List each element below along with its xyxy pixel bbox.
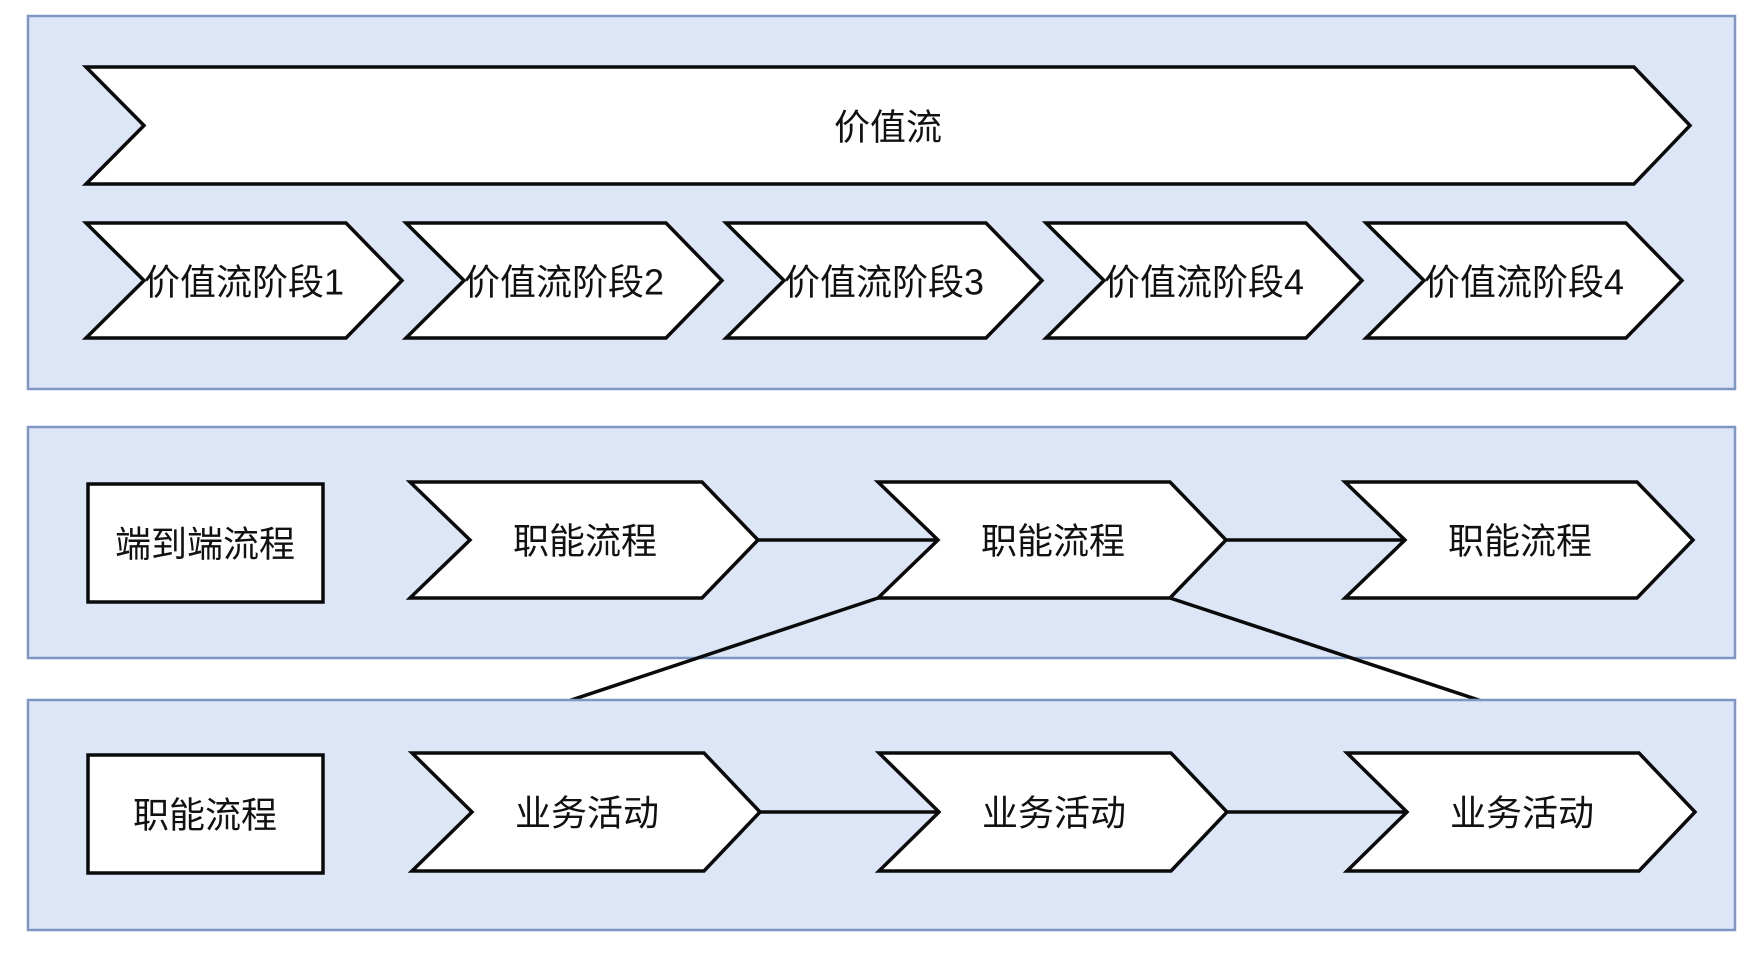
stage-arrow-2	[401, 221, 725, 340]
e2e-process-box-label: 端到端流程	[115, 524, 295, 565]
stage-arrow-3	[721, 221, 1045, 340]
business-activity-arrow-1-label: 业务活动	[515, 793, 659, 834]
value-stream-arrow-label: 价值流	[834, 107, 942, 148]
stage-arrow-2-label: 价值流阶段2	[464, 262, 664, 303]
business-activity-arrow-2-label: 业务活动	[982, 793, 1126, 834]
stage-arrow-4	[1041, 221, 1365, 340]
business-activity-arrow-3	[1342, 751, 1698, 873]
functional-process-arrow-1-label: 职能流程	[513, 521, 657, 562]
value-stream-band-group: 价值流 价值流阶段1 价值流阶段2 价值流阶段3 价值流阶段4 价值流阶段4	[26, 14, 1737, 391]
stage-arrow-3-label: 价值流阶段3	[784, 262, 984, 303]
functional-process-box-label: 职能流程	[133, 795, 277, 836]
functional-process-arrow-3	[1340, 480, 1696, 600]
business-activity-arrow-2	[874, 751, 1230, 873]
functional-process-arrow-1	[405, 480, 761, 600]
activity-band-group: 职能流程 业务活动 业务活动 业务活动	[26, 698, 1737, 932]
stage-arrow-5	[1361, 221, 1685, 340]
stage-arrow-5-label: 价值流阶段4	[1424, 262, 1624, 303]
e2e-process-box	[86, 482, 325, 604]
business-activity-arrow-1	[407, 751, 763, 873]
functional-process-arrow-2-label: 职能流程	[981, 521, 1125, 562]
stage-arrow-1-label: 价值流阶段1	[144, 262, 344, 303]
functional-process-arrow-3-label: 职能流程	[1448, 521, 1592, 562]
functional-process-box	[86, 753, 325, 875]
stage-arrow-1	[81, 221, 405, 340]
business-activity-arrow-3-label: 业务活动	[1450, 793, 1594, 834]
e2e-process-band-group: 端到端流程 职能流程 职能流程 职能流程	[26, 425, 1737, 660]
value-stream-arrow	[81, 65, 1693, 186]
stage-arrow-4-label: 价值流阶段4	[1104, 262, 1304, 303]
